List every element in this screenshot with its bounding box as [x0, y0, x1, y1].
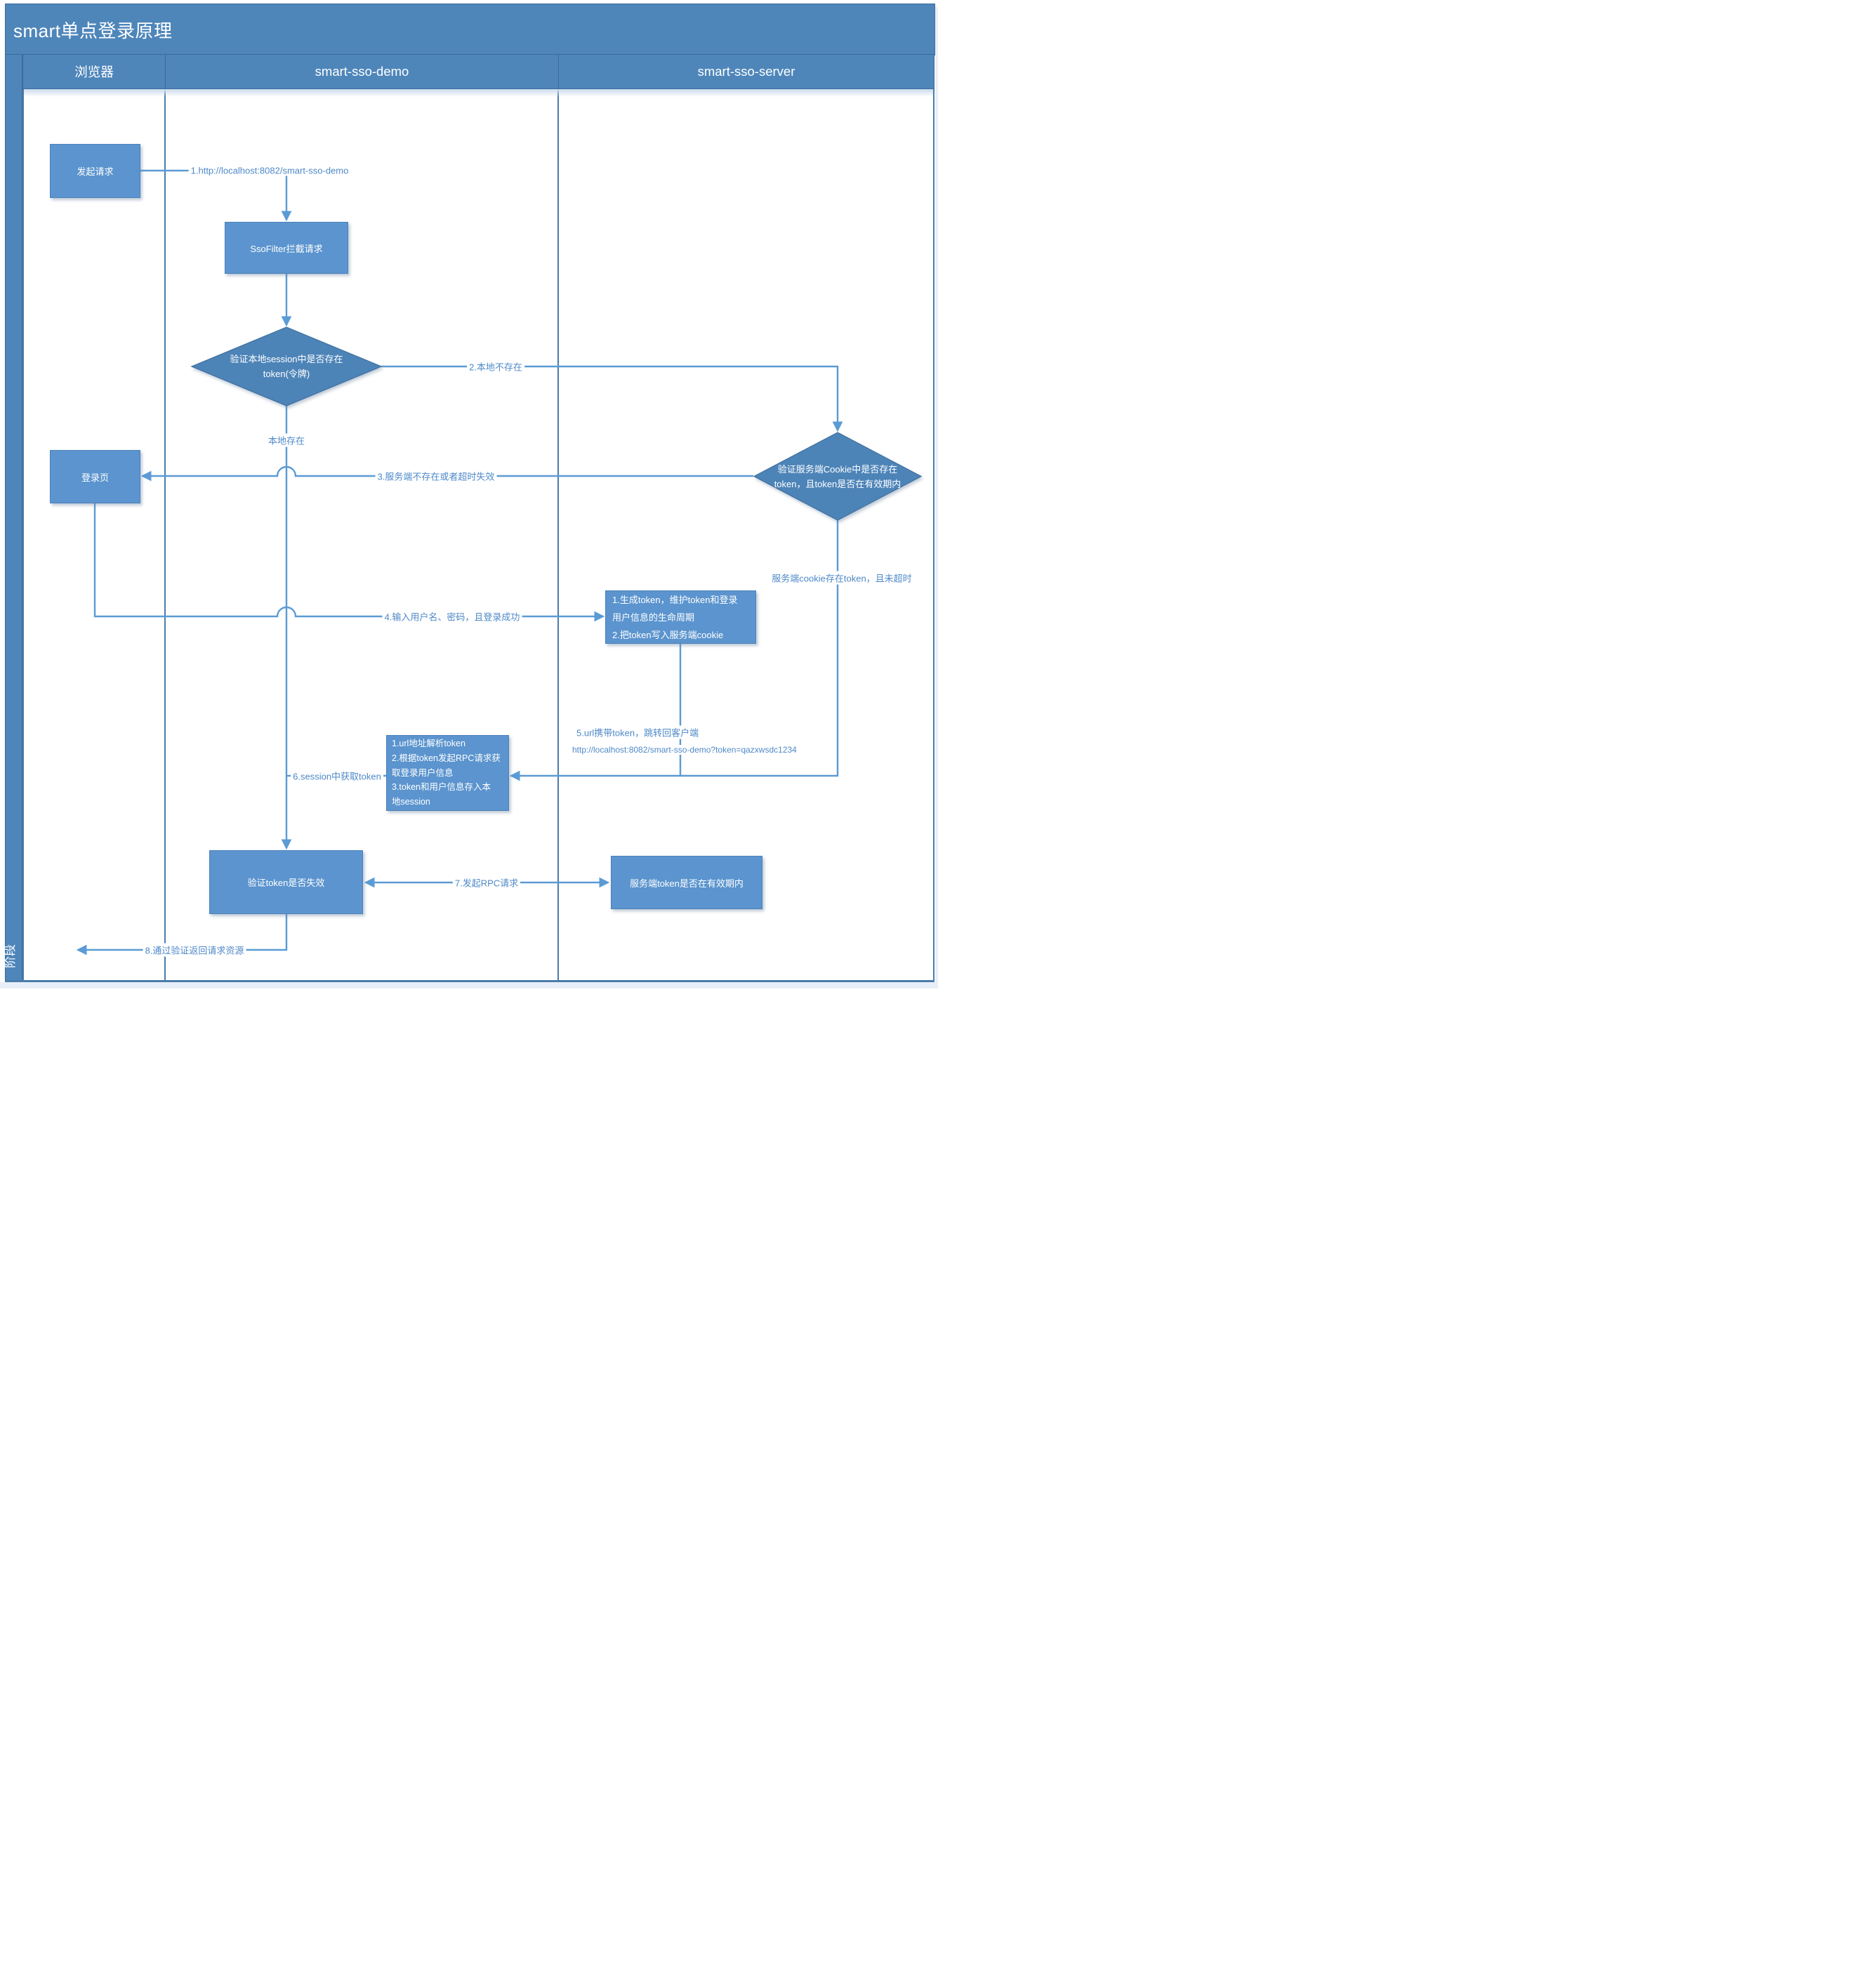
node-server-token-valid-label: 服务端token是否在有效期内 — [630, 878, 744, 889]
lane-border-right — [933, 89, 934, 981]
node-generate-token-line3: 2.把token写入服务端cookie — [612, 629, 724, 640]
edge-label-5-redirect: 5.url携带token，跳转回客户端 — [574, 725, 701, 739]
lane-header-server-label: smart-sso-server — [697, 64, 795, 79]
connectors-layer — [76, 169, 923, 956]
node-send-request: 发起请求 — [50, 144, 140, 198]
node-login-page: 登录页 — [50, 450, 140, 503]
node-parse-token-line2: 2.根据token发起RPC请求获 — [392, 753, 501, 763]
lane-header-smart-sso-server: smart-sso-server — [558, 54, 934, 89]
page-edge-shadow-bottom — [0, 982, 938, 988]
node-parse-token-line4: 3.token和用户信息存入本 — [392, 782, 491, 793]
decision-check-local-session-text: 验证本地session中是否存在 token(令牌) — [199, 351, 374, 382]
node-validate-token: 验证token是否失效 — [209, 850, 363, 914]
lane-header-browser-label: 浏览器 — [74, 65, 114, 79]
edge-1-request-to-ssofilter — [140, 169, 292, 222]
lane-header-demo-label: smart-sso-demo — [315, 64, 409, 79]
edge-label-5-redirect-url: http://localhost:8082/smart-sso-demo?tok… — [570, 745, 799, 755]
lane-border-left — [22, 89, 24, 981]
node-generate-token: 1.生成token，维护token和登录 用户信息的生命周期 2.把token写… — [605, 590, 756, 644]
check-local-session-line2: token(令牌) — [263, 369, 310, 379]
node-parse-token-line5: 地session — [392, 797, 430, 807]
node-generate-token-line1: 1.生成token，维护token和登录 — [612, 594, 738, 605]
node-send-request-label: 发起请求 — [77, 166, 114, 177]
node-login-page-label: 登录页 — [81, 472, 109, 483]
lane-divider-browser-demo — [164, 89, 166, 981]
edge-label-7-rpc: 7.发起RPC请求 — [452, 875, 521, 890]
edge-label-6-session-token: 6.session中获取token — [291, 769, 383, 783]
decision-check-server-cookie-text: 验证服务端Cookie中是否存在 token，且token是否在有效期内 — [756, 461, 919, 492]
page-edge-shadow-right — [934, 7, 938, 987]
check-server-cookie-line1: 验证服务端Cookie中是否存在 — [777, 464, 898, 475]
check-server-cookie-line2: token，且token是否在有效期内 — [774, 479, 901, 489]
node-generate-token-line2: 用户信息的生命周期 — [612, 611, 695, 623]
decision-check-local-session — [190, 326, 383, 406]
edge-5-redirect-to-client — [509, 520, 839, 781]
node-parse-token-line1: 1.url地址解析token — [392, 739, 465, 749]
node-validate-token-label: 验证token是否失效 — [247, 878, 325, 888]
node-sso-filter-label: SsoFilter拦截请求 — [250, 243, 323, 254]
sso-flowchart-canvas: smart单点登录原理 阶段 浏览器 smart-sso-demo smart-… — [0, 0, 938, 988]
lane-divider-demo-server — [557, 89, 559, 981]
stage-strip — [5, 54, 22, 981]
node-parse-token: 1.url地址解析token 2.根据token发起RPC请求获 取登录用户信息… — [386, 735, 509, 811]
node-sso-filter: SsoFilter拦截请求 — [225, 222, 348, 274]
lane-header-browser: 浏览器 — [22, 54, 166, 89]
edge-label-local-exists: 本地存在 — [265, 433, 308, 447]
node-parse-token-line3: 取登录用户信息 — [392, 767, 454, 778]
edge-label-8-return: 8.通过验证返回请求资源 — [143, 943, 246, 957]
node-server-token-valid: 服务端token是否在有效期内 — [611, 856, 762, 909]
header-shadow — [24, 89, 933, 97]
decision-check-server-cookie — [753, 432, 923, 521]
edge-label-cookie-valid: 服务端cookie存在token，且未超时 — [769, 571, 914, 585]
edge-label-3-server-missing: 3.服务端不存在或者超时失效 — [375, 469, 497, 483]
edge-2-local-missing — [381, 365, 843, 432]
check-local-session-line1: 验证本地session中是否存在 — [230, 354, 343, 364]
frame-bottom-border — [5, 980, 934, 982]
edge-label-2-local-missing: 2.本地不存在 — [467, 359, 524, 373]
diagram-title: smart单点登录原理 — [13, 20, 173, 41]
edge-label-1-url: 1.http://localhost:8082/smart-sso-demo — [188, 165, 351, 176]
edge-4-login-success — [93, 503, 605, 622]
edge-label-4-login-success: 4.输入用户名、密码，且登录成功 — [382, 609, 522, 623]
lane-header-smart-sso-demo: smart-sso-demo — [165, 54, 559, 89]
